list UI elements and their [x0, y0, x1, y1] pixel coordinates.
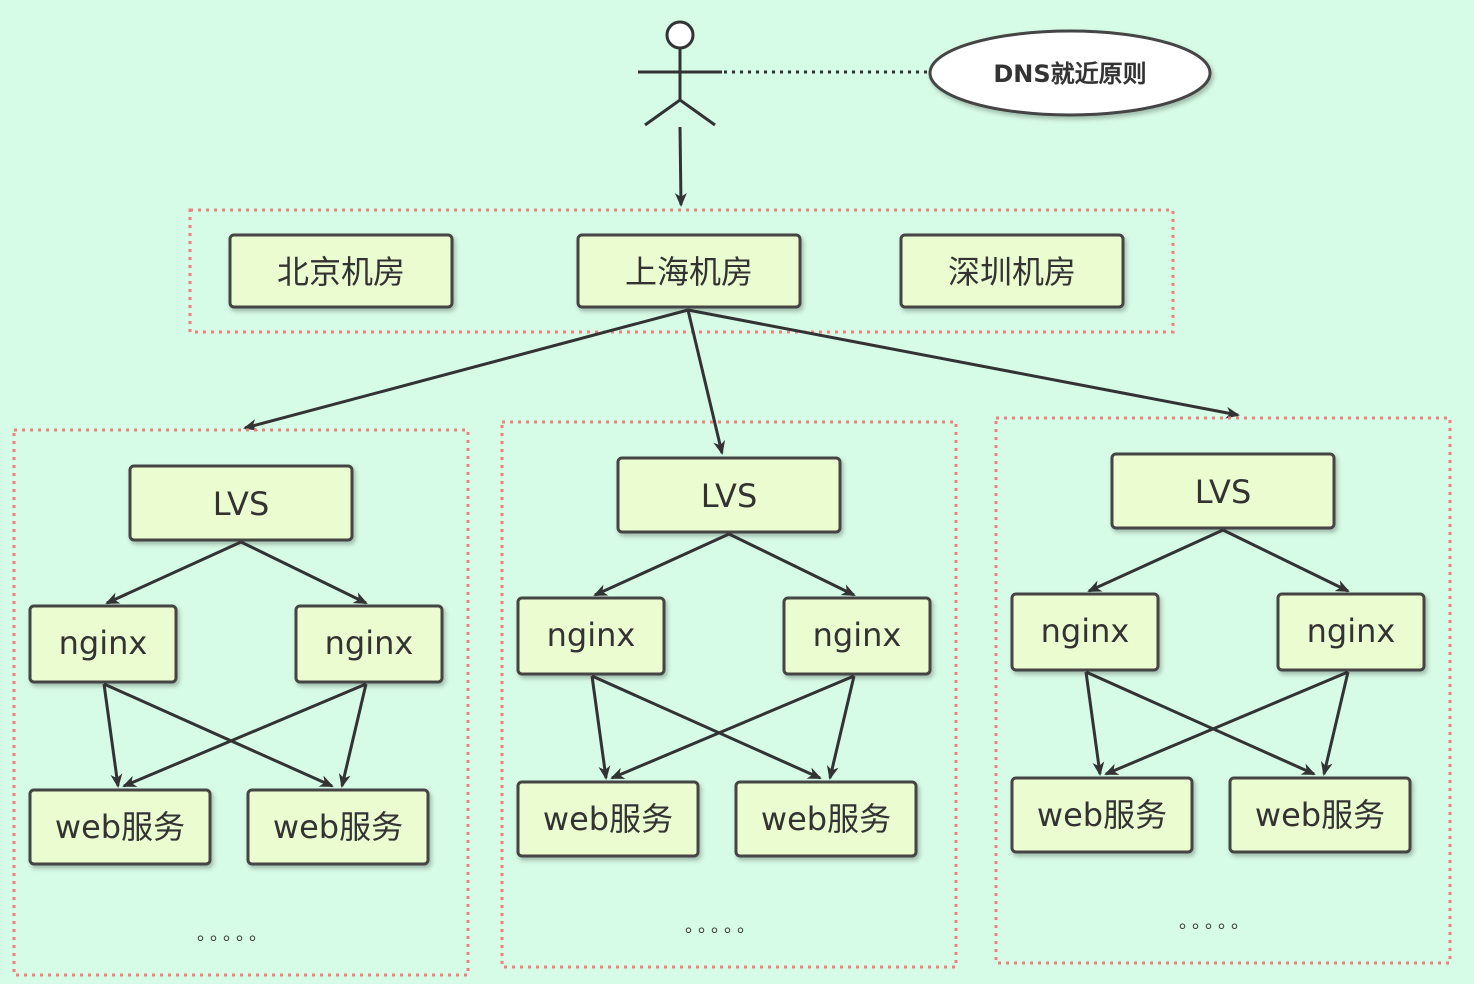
- arrow: [610, 674, 855, 780]
- lvs-label: LVS: [1195, 473, 1252, 511]
- nginx-box[interactable]: nginx: [516, 596, 666, 676]
- datacenter-shanghai[interactable]: 上海机房: [576, 233, 802, 309]
- cluster-2: LVS nginx nginx web服务 web服务 。。。。。: [500, 420, 958, 969]
- datacenter-beijing[interactable]: 北京机房: [228, 233, 454, 309]
- arrow: [1087, 528, 1224, 593]
- cluster-border: [12, 428, 470, 977]
- web-label: web服务: [761, 800, 891, 838]
- dc-arrow-left: [243, 308, 689, 431]
- web-box[interactable]: web服务: [516, 780, 700, 858]
- dc-arrow-right: [687, 308, 1240, 419]
- web-label: web服务: [55, 808, 185, 846]
- nginx-label: nginx: [325, 624, 414, 662]
- nginx-box[interactable]: nginx: [1276, 592, 1426, 672]
- datacenter-label: 北京机房: [277, 253, 405, 291]
- nginx-label: nginx: [59, 624, 148, 662]
- web-box[interactable]: web服务: [28, 788, 212, 866]
- lvs-box[interactable]: LVS: [128, 464, 354, 542]
- web-label: web服务: [1255, 796, 1385, 834]
- nginx-box[interactable]: nginx: [1010, 592, 1160, 672]
- web-label: web服务: [543, 800, 673, 838]
- cluster-border: [994, 416, 1452, 965]
- arrow: [1104, 670, 1349, 776]
- arrow: [728, 532, 856, 597]
- lvs-label: LVS: [213, 485, 270, 523]
- cluster-border: [500, 420, 958, 969]
- cluster-1: LVS nginx nginx web服务 web服务 。。。。。: [12, 428, 470, 977]
- arrow: [105, 540, 242, 605]
- nginx-label: nginx: [547, 616, 636, 654]
- web-label: web服务: [1037, 796, 1167, 834]
- arrow: [122, 682, 367, 788]
- web-box[interactable]: web服务: [246, 788, 430, 866]
- nginx-box[interactable]: nginx: [294, 604, 444, 684]
- arrow: [103, 682, 334, 788]
- arrow: [590, 675, 611, 780]
- more-indicator: 。。。。。: [685, 916, 759, 937]
- web-label: web服务: [273, 808, 403, 846]
- web-box[interactable]: web服务: [1010, 776, 1194, 854]
- arrow: [1084, 671, 1105, 776]
- arrow: [338, 683, 368, 788]
- nginx-box[interactable]: nginx: [28, 604, 178, 684]
- nginx-label: nginx: [1307, 612, 1396, 650]
- dns-note-label: DNS就近原则: [993, 60, 1146, 88]
- arrow: [1085, 670, 1316, 776]
- nginx-label: nginx: [1041, 612, 1130, 650]
- arrow: [240, 540, 368, 605]
- datacenter-label: 深圳机房: [948, 253, 1076, 291]
- arrow: [1320, 671, 1350, 776]
- arrow: [1222, 528, 1350, 593]
- user-icon: [638, 20, 722, 127]
- arrow: [591, 674, 822, 780]
- lvs-box[interactable]: LVS: [1110, 452, 1336, 530]
- more-indicator: 。。。。。: [1179, 912, 1253, 933]
- datacenter-shenzhen[interactable]: 深圳机房: [899, 233, 1125, 309]
- arrow: [826, 675, 856, 780]
- user-arrow: [674, 126, 687, 207]
- dns-note: DNS就近原则: [928, 29, 1212, 117]
- web-box[interactable]: web服务: [734, 780, 918, 858]
- web-box[interactable]: web服务: [1228, 776, 1412, 854]
- dc-arrow-middle: [686, 309, 726, 455]
- lvs-label: LVS: [701, 477, 758, 515]
- arrow: [593, 532, 730, 597]
- more-indicator: 。。。。。: [197, 924, 271, 945]
- cluster-3: LVS nginx nginx web服务 web服务 。。。。。: [994, 416, 1452, 965]
- datacenter-label: 上海机房: [625, 253, 753, 291]
- nginx-box[interactable]: nginx: [782, 596, 932, 676]
- lvs-box[interactable]: LVS: [616, 456, 842, 534]
- nginx-label: nginx: [813, 616, 902, 654]
- arrow: [102, 683, 123, 788]
